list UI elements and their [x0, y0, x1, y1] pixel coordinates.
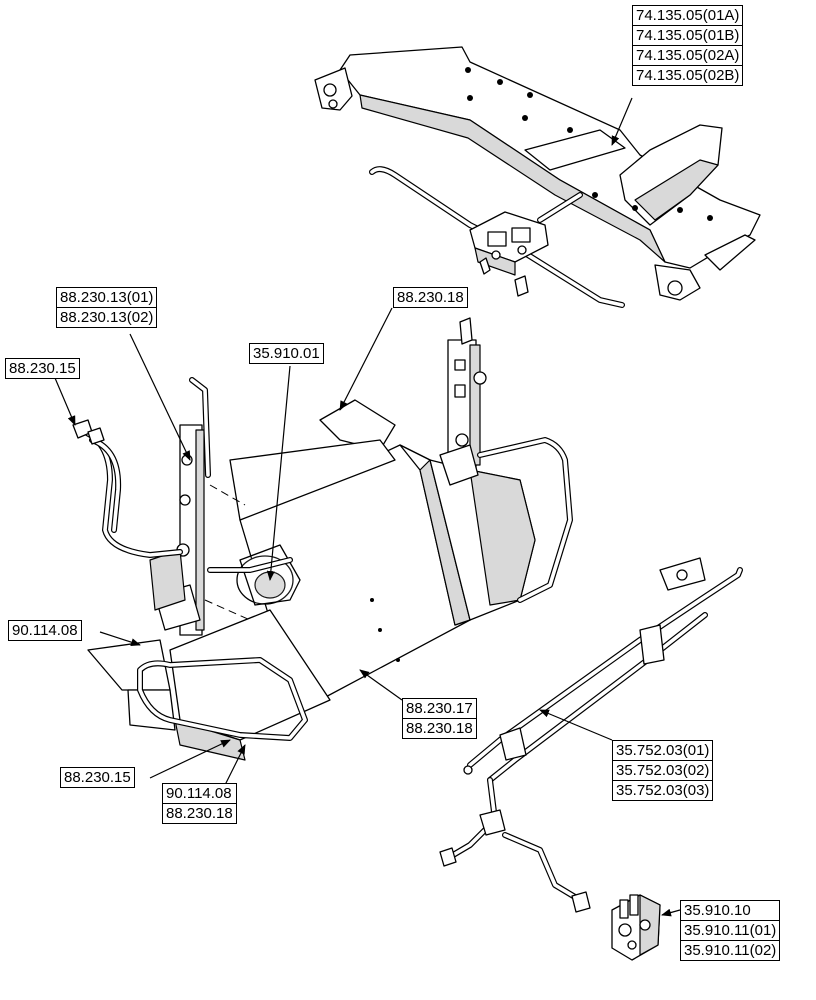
right-bracket	[439, 317, 487, 486]
callout-label: 74.135.05(01A)	[636, 7, 740, 24]
top-pipe-loop	[369, 166, 625, 308]
callout-label: 88.230.15	[64, 769, 131, 786]
callout-label: 88.230.13(01)	[60, 289, 154, 306]
callout-35-752-03: 35.752.03(01) 35.752.03(02) 35.752.03(03…	[612, 740, 714, 801]
hydraulic-line	[439, 557, 743, 913]
callout-35-910-01: 35.910.01	[249, 343, 324, 364]
callout-label: 88.230.18	[397, 289, 464, 306]
callout-label: 35.752.03(02)	[613, 760, 713, 780]
callout-label: 74.135.05(01B)	[633, 25, 743, 45]
center-housing	[229, 399, 536, 701]
leader-lines	[54, 97, 681, 917]
callout-35-910-10: 35.910.10 35.910.11(01) 35.910.11(02)	[680, 900, 781, 961]
callout-88-230-15-bottom: 88.230.15	[60, 767, 135, 788]
callout-label: 88.230.15	[9, 360, 76, 377]
callout-label: 35.910.01	[253, 345, 320, 362]
callout-88-230-18-top: 88.230.18	[393, 287, 468, 308]
callout-88-230-15-left: 88.230.15	[5, 358, 80, 379]
callout-label: 35.752.03(01)	[616, 742, 710, 759]
top-frame-assembly	[314, 46, 761, 301]
callout-label: 88.230.17	[406, 700, 473, 717]
callout-label: 35.910.11(01)	[681, 920, 780, 940]
callout-label: 35.910.11(02)	[681, 940, 780, 960]
callout-label: 35.752.03(03)	[613, 780, 713, 800]
callout-74-135-05: 74.135.05(01A) 74.135.05(01B) 74.135.05(…	[632, 5, 744, 86]
callout-88-230-17: 88.230.17 88.230.18	[402, 698, 477, 739]
left-post	[149, 377, 211, 636]
callout-label: 35.910.10	[684, 902, 751, 919]
callout-label: 74.135.05(02B)	[633, 65, 743, 85]
callout-label: 88.230.18	[163, 803, 236, 823]
callout-90-114-08-bottom: 90.114.08 88.230.18	[162, 783, 237, 824]
callout-label: 88.230.18	[403, 718, 476, 738]
callout-label: 90.114.08	[12, 622, 78, 639]
valve-block	[611, 894, 661, 961]
lower-left-guard	[87, 484, 331, 761]
callout-label: 88.230.13(02)	[57, 307, 157, 327]
callout-label: 74.135.05(02A)	[633, 45, 743, 65]
callout-label: 90.114.08	[166, 785, 232, 802]
right-guard-pipe	[477, 437, 573, 603]
top-valve	[469, 211, 549, 297]
left-hose	[72, 419, 183, 558]
callout-90-114-08-left: 90.114.08	[8, 620, 82, 641]
callout-88-230-13: 88.230.13(01) 88.230.13(02)	[56, 287, 158, 328]
